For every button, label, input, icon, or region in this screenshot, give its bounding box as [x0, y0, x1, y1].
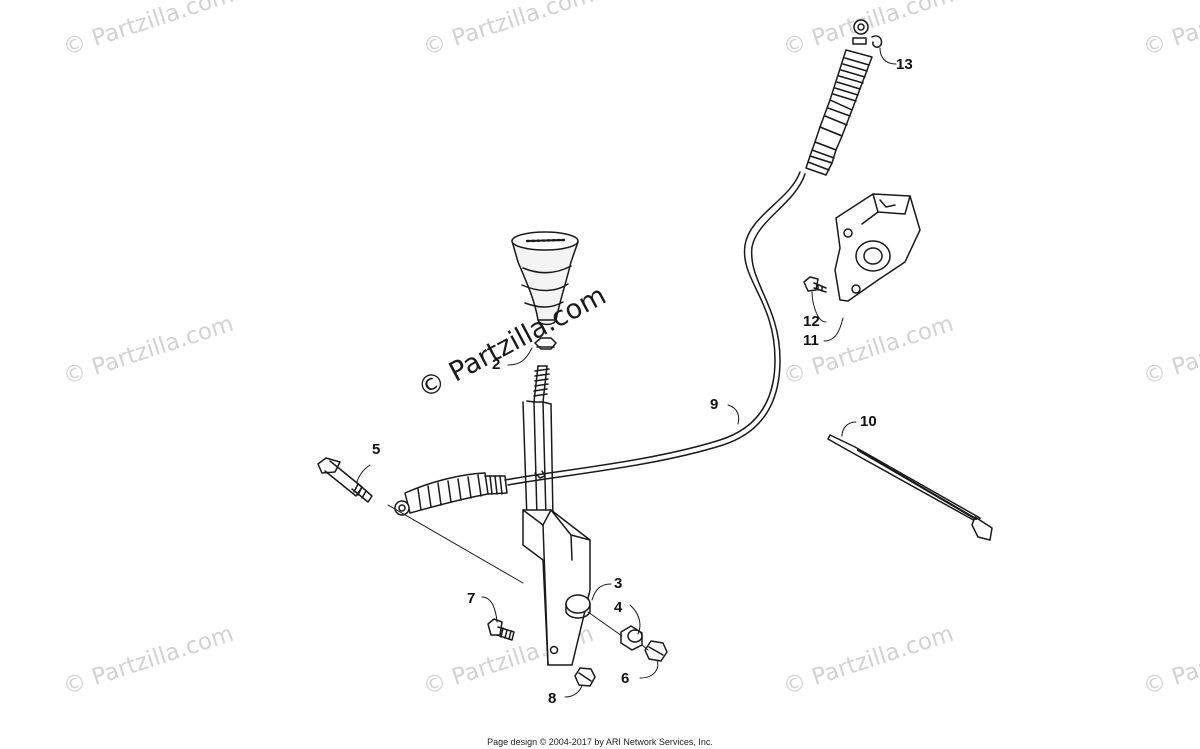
callout-4: 4	[614, 599, 623, 616]
callout-7: 7	[467, 590, 476, 607]
cable-boot-lower[interactable]	[404, 472, 508, 514]
footer-copyright: Page design © 2004-2017 by ARI Network S…	[487, 737, 713, 747]
bushing[interactable]	[620, 625, 643, 651]
mounting-bracket[interactable]	[834, 193, 921, 302]
cable-tie[interactable]	[827, 434, 993, 541]
leader-line	[387, 504, 524, 584]
bracket-bolt[interactable]	[803, 276, 827, 293]
callout-leaders	[356, 47, 897, 698]
shift-cable[interactable]	[504, 171, 806, 486]
shift-lever-rod[interactable]	[522, 365, 554, 521]
callout-8: 8	[548, 690, 557, 707]
jam-nut[interactable]	[534, 337, 557, 350]
callout-10: 10	[860, 413, 877, 430]
callout-2: 2	[492, 356, 501, 373]
callout-3: 3	[614, 575, 623, 592]
callout-6: 6	[621, 670, 630, 687]
callout-9: 9	[710, 396, 719, 413]
bracket-nut[interactable]	[574, 667, 596, 687]
e-clip[interactable]	[871, 35, 883, 48]
lever-bracket[interactable]	[522, 509, 591, 666]
leader-line	[587, 611, 649, 651]
lock-nut[interactable]	[644, 640, 668, 662]
callout-5: 5	[372, 441, 381, 458]
callout-13: 13	[896, 56, 913, 73]
callout-12: 12	[803, 313, 820, 330]
pivot-bolt[interactable]	[487, 618, 515, 641]
shift-knob[interactable]	[511, 231, 579, 326]
cable-boot-upper[interactable]	[805, 19, 873, 176]
shoulder-bolt[interactable]	[317, 457, 373, 503]
callout-11: 11	[803, 332, 819, 349]
